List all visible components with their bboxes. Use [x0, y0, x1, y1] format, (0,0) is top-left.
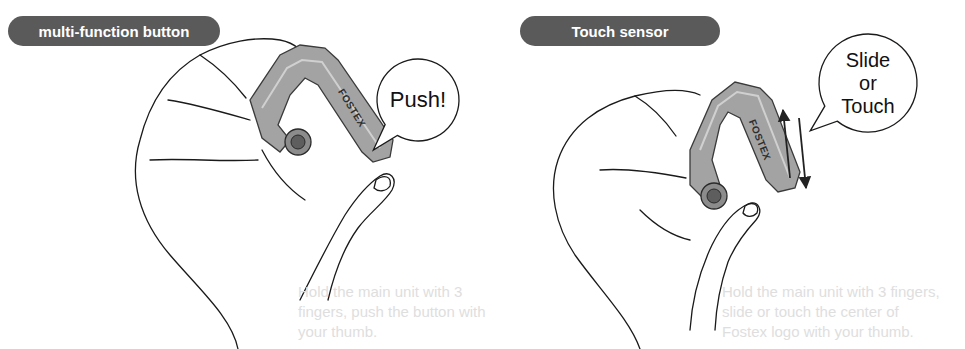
- earpiece-body: [690, 82, 800, 200]
- bubble-text: Slide or Touch: [837, 49, 899, 118]
- section-tab: multi-function button: [8, 16, 220, 46]
- earbud: [285, 129, 311, 155]
- instruction-caption: Hold the main unit with 3 fingers, slide…: [722, 282, 947, 342]
- finger-line: [168, 100, 250, 120]
- bubble-text: Push!: [390, 87, 446, 112]
- palm-line: [640, 210, 690, 240]
- instruction-caption: Hold the main unit with 3 fingers, push …: [298, 282, 508, 342]
- earpiece-body: [250, 45, 393, 162]
- hand-outline: [135, 39, 330, 349]
- earpiece-edge: [700, 92, 790, 178]
- finger-line: [635, 96, 676, 136]
- tab-label: Touch sensor: [571, 23, 668, 40]
- slide-arrow-up: [783, 110, 790, 178]
- hand-outline: [553, 91, 700, 349]
- thumb: [300, 174, 394, 300]
- earpiece: [690, 82, 800, 209]
- earbud-tip: [291, 135, 305, 149]
- earpiece-edge: [262, 60, 380, 148]
- finger-line: [600, 169, 686, 178]
- thumbnail: [374, 177, 390, 191]
- slide-arrow-down: [799, 118, 806, 188]
- finger-line: [200, 55, 246, 98]
- earbud: [701, 183, 727, 209]
- thumbnail: [743, 204, 758, 217]
- earpiece: [250, 45, 393, 162]
- bubble-shape: [810, 34, 917, 132]
- earbud-tip: [707, 189, 721, 203]
- finger-line: [150, 159, 258, 160]
- section-tab: Touch sensor: [520, 16, 720, 46]
- speech-bubble: Push!: [376, 58, 460, 142]
- speech-bubble: Slide or Touch: [816, 33, 920, 133]
- tab-label: multi-function button: [39, 23, 190, 40]
- palm-line: [262, 150, 305, 200]
- bubble-shape: [373, 59, 459, 150]
